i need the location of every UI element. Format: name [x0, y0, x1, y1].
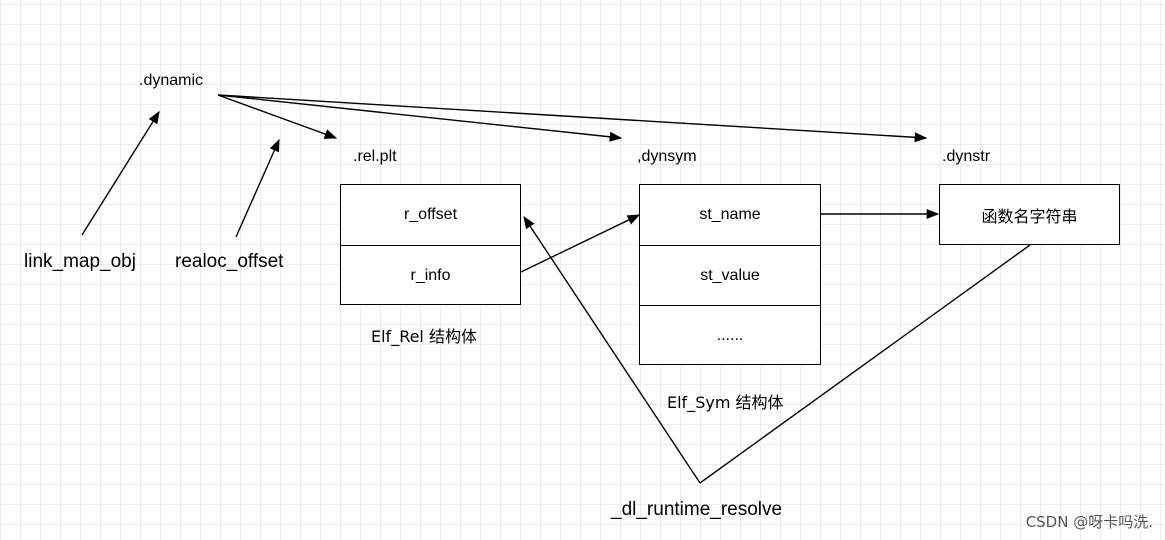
arrow-dynamic-to-relplt: [217, 94, 338, 139]
realoc-offset-label: realoc_offset: [175, 251, 284, 272]
arrow-link-map-to-dynamic: [81, 110, 160, 236]
elf-sym-box: st_name st_value ......: [639, 184, 821, 365]
dl-runtime-resolve-label: _dl_runtime_resolve: [611, 499, 783, 520]
watermark: CSDN @呀卡吗洗.: [1025, 513, 1153, 531]
r-offset-field: r_offset: [403, 206, 458, 223]
ellipsis-field: ......: [640, 305, 820, 365]
dynsym-label: ,dynsym: [637, 148, 697, 165]
arrow-rinfo-to-stname: [520, 214, 641, 273]
arrow-dynamic-to-dynstr: [217, 94, 928, 143]
arrow-realoc-to-relplt: [235, 138, 280, 238]
st-value-field: st_value: [640, 245, 820, 305]
dynamic-label: .dynamic: [139, 72, 204, 89]
rel-plt-label: .rel.plt: [353, 148, 397, 165]
r-info-field: r_info: [341, 245, 520, 305]
dynstr-box: 函数名字符串: [939, 184, 1120, 245]
elf-rel-caption: Elf_Rel 结构体: [371, 327, 477, 346]
arrow-resolver-to-roffset: [523, 215, 701, 484]
function-name-string-field: 函数名字符串: [981, 207, 1078, 226]
elf-rel-box: r_offset r_info: [340, 184, 521, 305]
dynstr-label: .dynstr: [942, 148, 991, 165]
elf-sym-caption: Elf_Sym 结构体: [667, 393, 784, 412]
st-name-field: st_name: [699, 206, 761, 223]
line-dynstr-to-resolver: [699, 244, 1031, 484]
link-map-obj-label: link_map_obj: [24, 251, 136, 272]
arrow-dynamic-to-dynsym: [217, 94, 623, 142]
